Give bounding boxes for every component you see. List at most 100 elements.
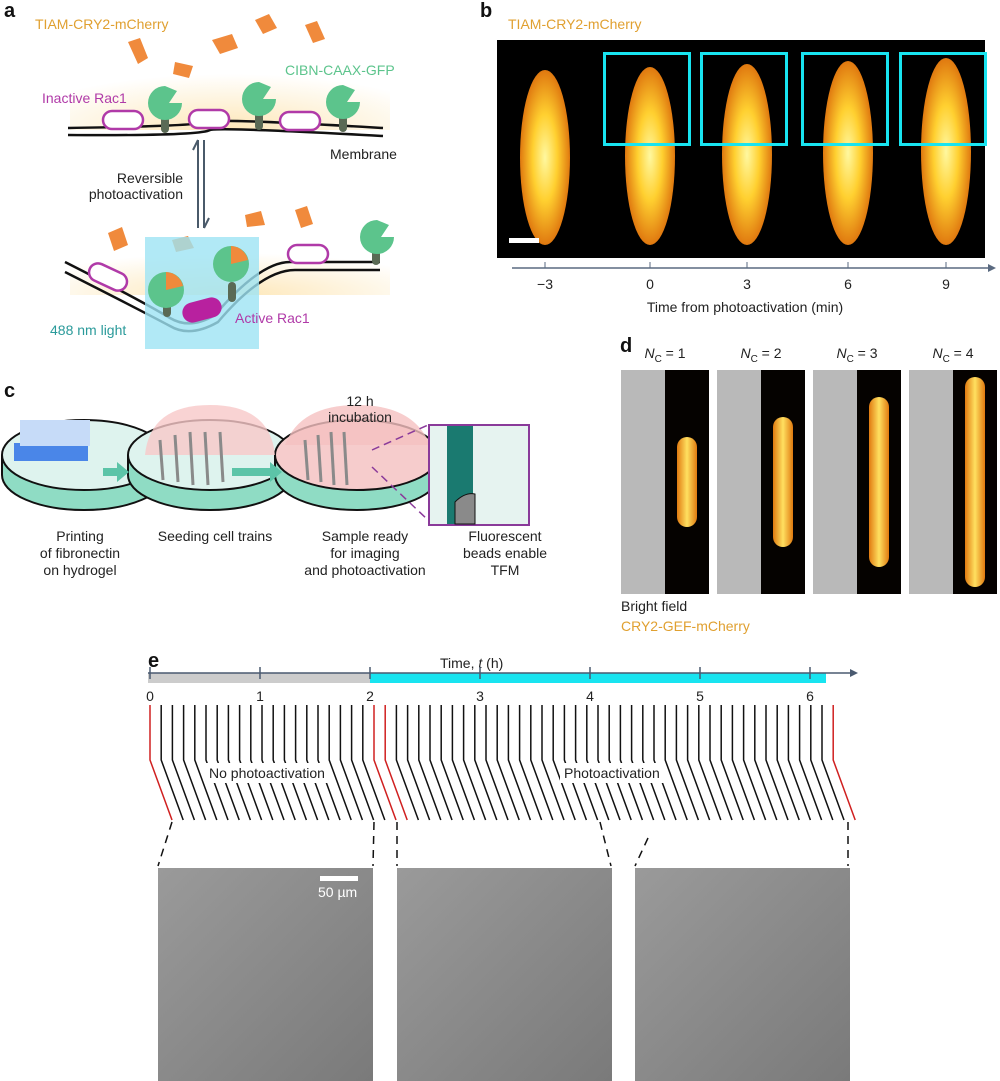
frame-marker	[406, 705, 431, 821]
membrane-label: Membrane	[330, 146, 397, 162]
nc-header: NC = 1	[621, 345, 709, 365]
frame-marker	[182, 705, 207, 821]
frame-marker	[350, 705, 375, 821]
nc-subscript: C	[942, 353, 950, 365]
step-line: Seeding cell trains	[157, 528, 273, 544]
tick-label: −3	[537, 276, 553, 292]
nc-header: NC = 4	[909, 345, 997, 365]
frame-marker	[698, 705, 722, 821]
frame-marker	[798, 705, 823, 821]
panel-b-title: TIAM-CRY2-mCherry	[508, 16, 642, 32]
step-line: beads enable	[462, 545, 548, 561]
frame-marker	[776, 705, 800, 821]
cell-train-fluorescence	[869, 397, 889, 567]
phase-no-photoactivation: No photoactivation	[205, 763, 329, 783]
frame-marker	[810, 705, 834, 821]
frame-marker	[642, 705, 666, 821]
tick-label: 5	[696, 688, 704, 704]
light-label: 488 nm light	[50, 322, 127, 338]
axis-var: t	[478, 655, 483, 671]
fluorescence-image	[665, 370, 709, 594]
frame-marker	[586, 705, 610, 821]
cell-fluorescence	[520, 70, 570, 245]
cell-train-panel	[621, 370, 709, 594]
tick-label: 3	[476, 688, 484, 704]
frame-marker	[518, 705, 543, 821]
nc-value: = 1	[661, 345, 686, 361]
step-seeding: Seeding cell trains	[140, 528, 290, 544]
nc-subscript: C	[654, 353, 662, 365]
tick-label: 0	[146, 688, 154, 704]
phase-photoactivation: Photoactivation	[560, 763, 664, 783]
bright-field-image	[621, 370, 665, 594]
micrograph-photoactivation-2	[635, 868, 850, 1081]
frame-marker	[462, 705, 487, 821]
incubation-line1: 12 h	[346, 393, 374, 409]
fluorescence-image	[953, 370, 997, 594]
nc-subscript: C	[846, 353, 854, 365]
frame-marker	[261, 705, 285, 821]
cibn-label: CIBN-CAAX-GFP	[285, 62, 395, 78]
step-line: TFM	[490, 562, 520, 578]
frame-marker	[507, 705, 532, 821]
step-line: for imaging	[330, 545, 400, 561]
frame-marker	[160, 705, 184, 821]
frame-marker	[250, 705, 274, 821]
step-line: Printing	[56, 528, 104, 544]
nc-header: NC = 3	[813, 345, 901, 365]
activation-roi-box	[899, 52, 987, 146]
frame-marker	[227, 705, 252, 821]
active-rac1-icon	[182, 297, 222, 323]
scale-bar	[509, 238, 539, 243]
panel-b-xlabel: Time from photoactivation (min)	[646, 299, 844, 315]
panel-d-label: d	[620, 335, 633, 357]
active-rac1-label: Active Rac1	[235, 310, 310, 326]
inactive-rac1-icons	[87, 108, 330, 292]
frame-marker	[675, 705, 700, 821]
bright-field-image	[909, 370, 953, 594]
frame-marker	[653, 705, 677, 821]
step-line: on hydrogel	[43, 562, 117, 578]
tick-label: 2	[366, 688, 374, 704]
frame-marker	[664, 705, 688, 821]
cibn-receptor-icons	[148, 82, 394, 317]
frame-marker	[205, 705, 229, 821]
nc-symbol: N	[740, 345, 751, 361]
cell-train-fluorescence	[677, 437, 697, 527]
tick-label: 1	[256, 688, 264, 704]
frame-marker	[574, 705, 599, 821]
frame-marker-red	[384, 705, 408, 821]
frame-marker	[429, 705, 453, 821]
cell-train-fluorescence	[965, 377, 985, 587]
frame-marker	[362, 705, 386, 821]
panel-c-label: c	[4, 380, 16, 402]
frame-marker	[541, 705, 565, 821]
frame-marker	[317, 705, 341, 821]
tick-label: 6	[806, 688, 814, 704]
cell-train-fluorescence	[773, 417, 793, 547]
frame-marker	[496, 705, 520, 821]
cell-fluorescence	[921, 58, 971, 245]
bright-field-image	[717, 370, 761, 594]
axis-unit: (h)	[482, 655, 504, 671]
cell-train-panel	[717, 370, 805, 594]
tick-label: 0	[646, 276, 654, 292]
frame-marker	[787, 705, 812, 821]
panel-b-label: b	[480, 0, 493, 22]
tick-label: 6	[844, 276, 852, 292]
time-axis-title: Time, t (h)	[440, 655, 503, 671]
frame-marker	[440, 705, 464, 821]
frame-marker	[194, 705, 218, 821]
tick-label: 9	[942, 276, 950, 292]
frame-marker	[485, 705, 509, 821]
reversible-arrow-icon	[192, 139, 210, 229]
nc-symbol: N	[836, 345, 847, 361]
timelapse-image	[497, 40, 987, 258]
